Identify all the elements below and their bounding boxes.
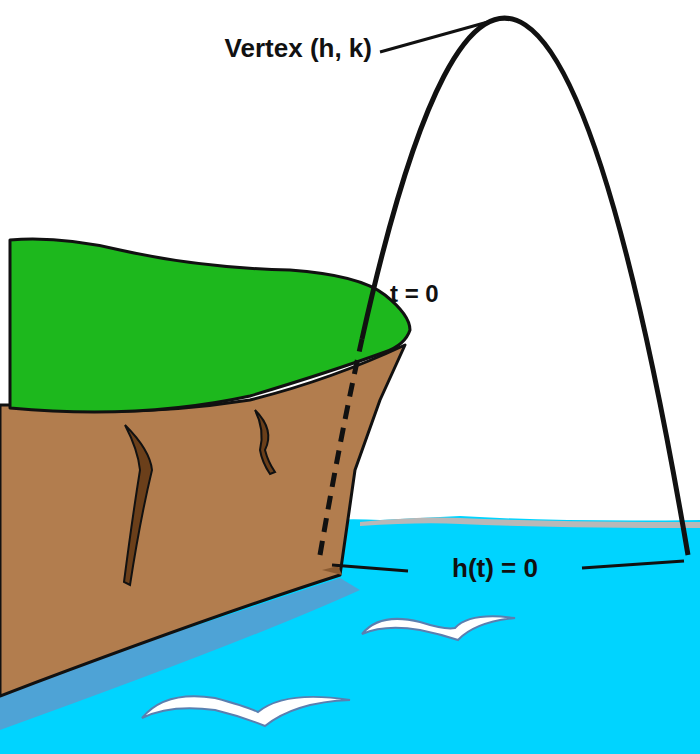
cliff-ledge	[322, 566, 342, 575]
leader-line	[582, 561, 684, 568]
start-time-label: t = 0	[390, 280, 439, 308]
seagull	[362, 616, 515, 640]
cliff-crack	[255, 410, 275, 474]
vertex-label: Vertex (h, k)	[225, 34, 372, 64]
cliff-crack	[124, 425, 152, 585]
trajectory-dashed	[320, 339, 362, 555]
leader-line	[332, 565, 408, 571]
root-label: h(t) = 0	[452, 554, 538, 584]
horizon	[360, 518, 700, 529]
trajectory	[362, 18, 688, 555]
seagull	[142, 696, 350, 726]
leader-line	[380, 20, 495, 52]
